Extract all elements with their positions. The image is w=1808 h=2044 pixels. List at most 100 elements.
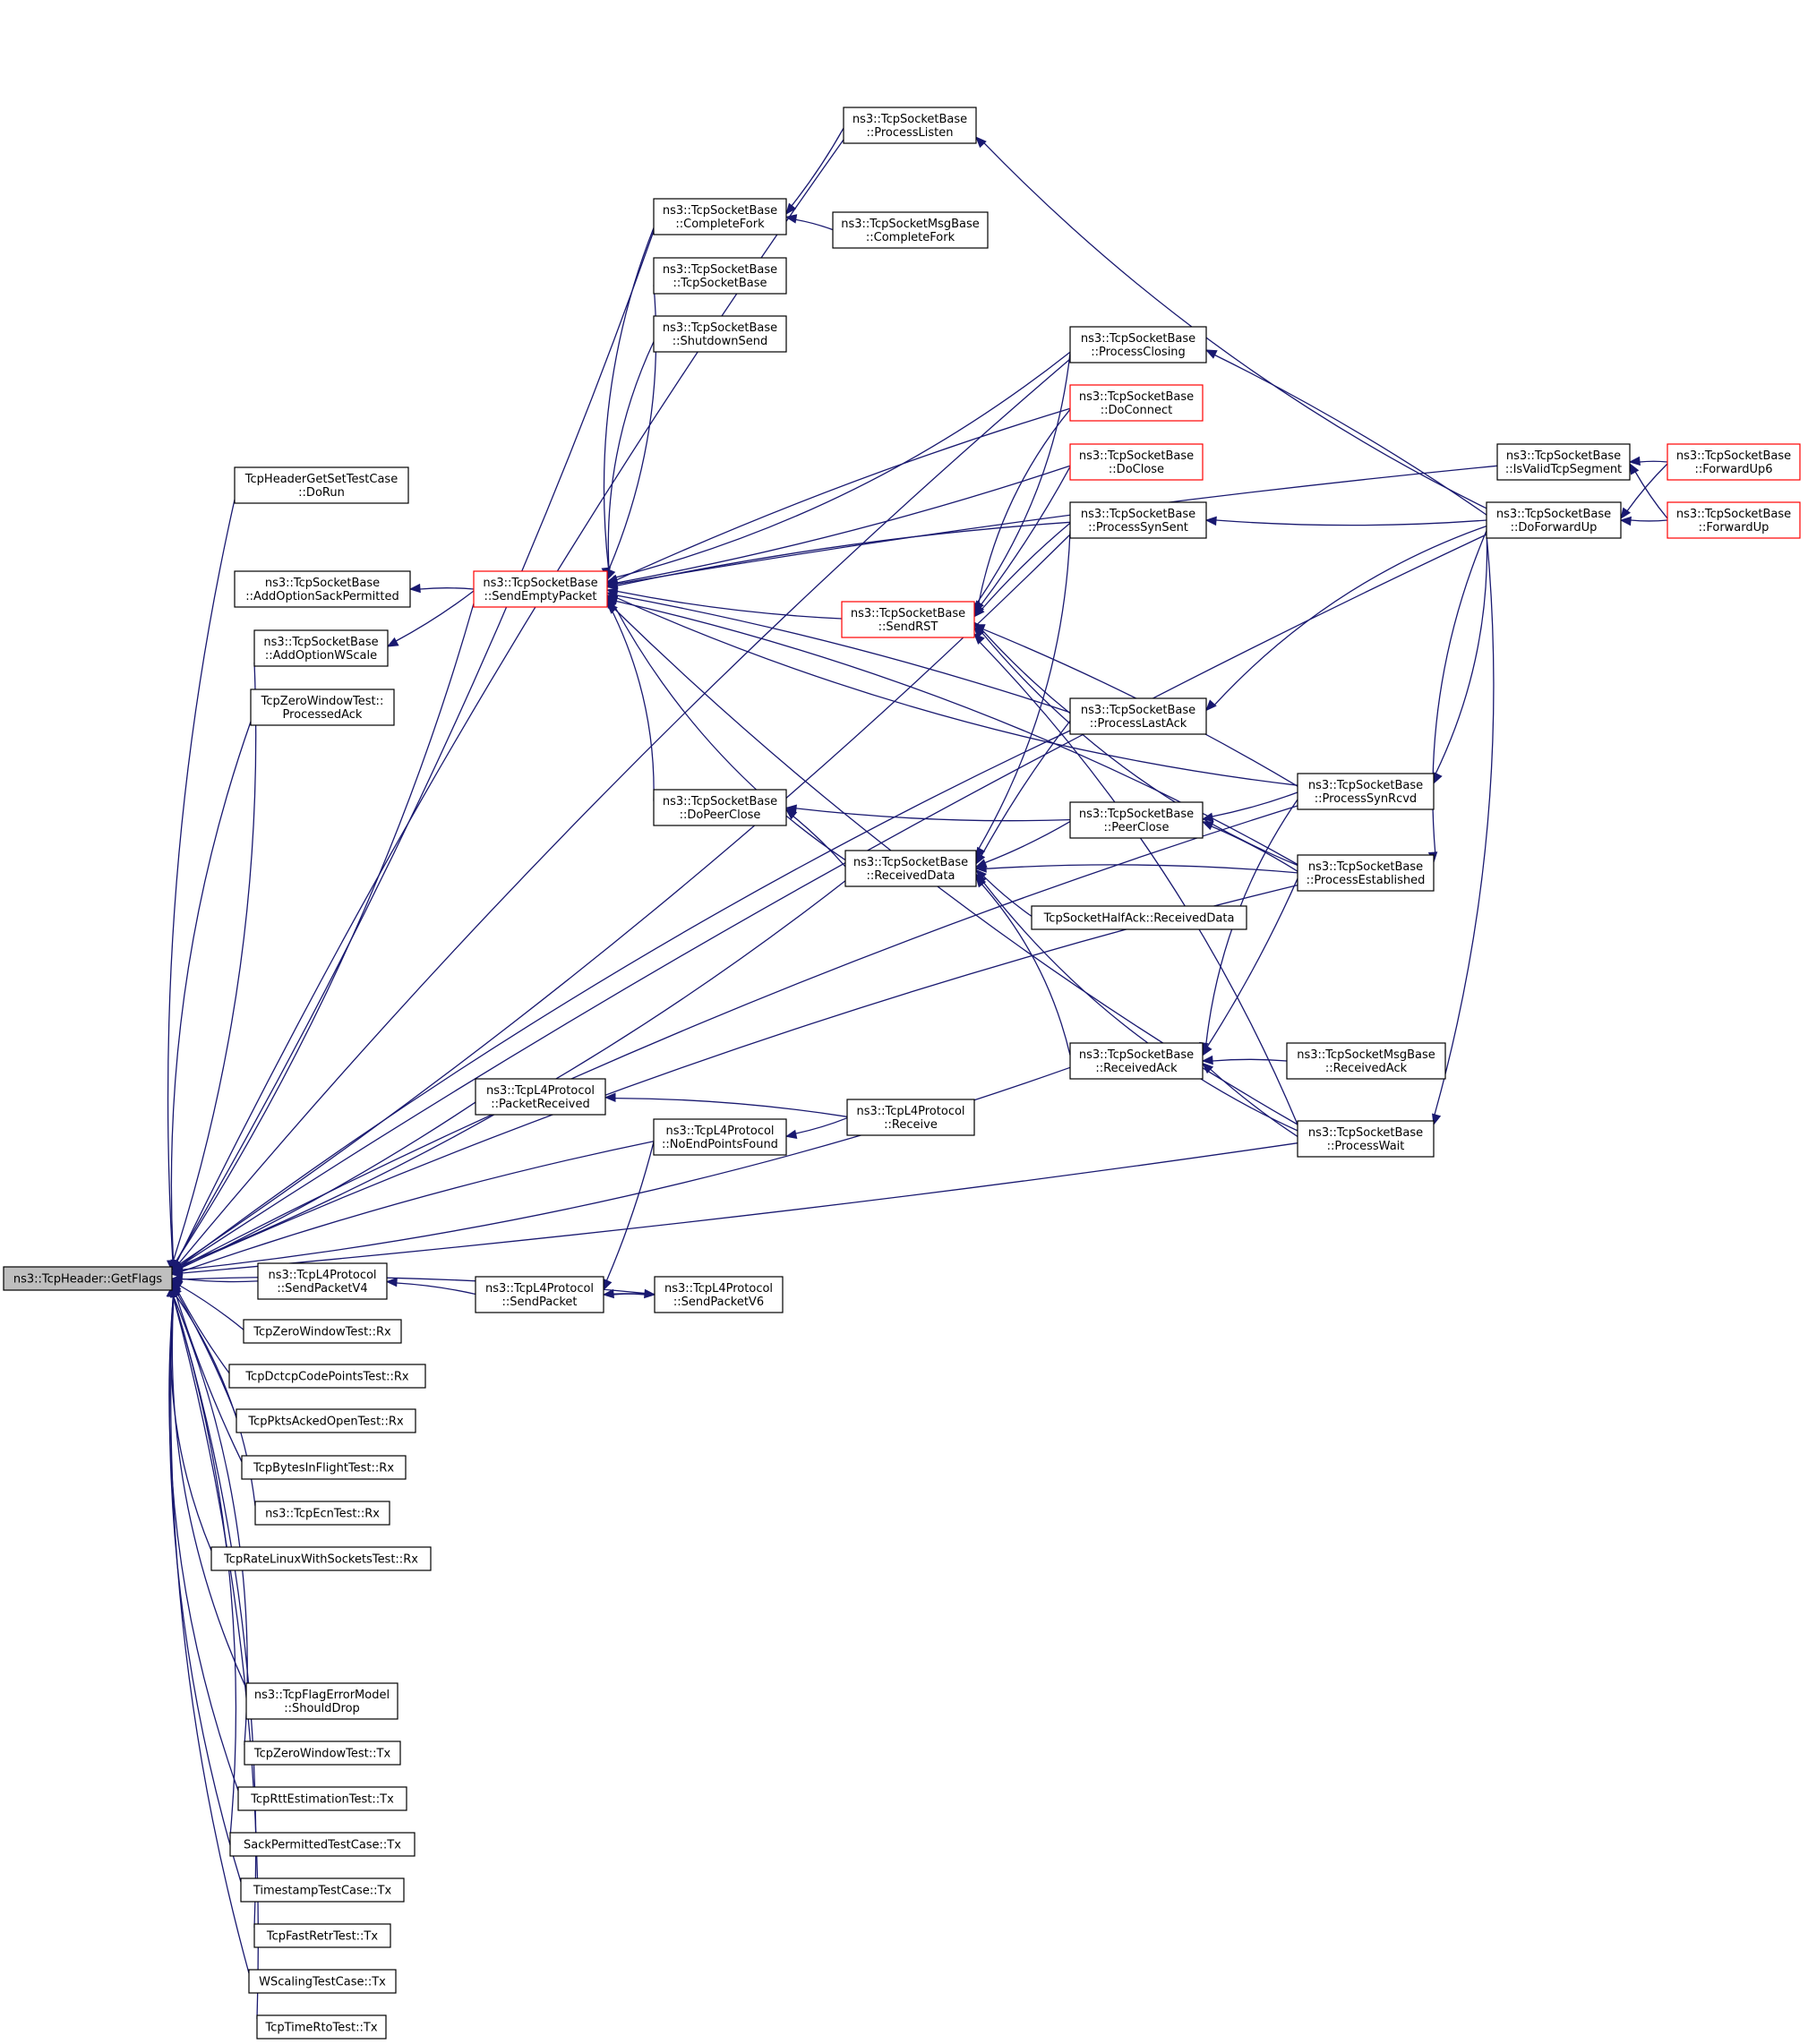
- node-label: ns3::TcpHeader::GetFlags: [13, 1273, 163, 1287]
- edge-line: [795, 808, 1071, 822]
- edge-sendPacketV4-sendPacket: [385, 1277, 476, 1296]
- node-box: [1069, 801, 1204, 839]
- node-sendPacket[interactable]: ns3::TcpL4Protocol::SendPacket: [475, 1276, 604, 1313]
- node-addOptionWScale[interactable]: ns3::TcpSocketBase::AddOptionWScale: [253, 629, 389, 667]
- edge-line: [175, 603, 475, 1262]
- node-label: ::ProcessWait: [1327, 1140, 1405, 1153]
- node-doPeerClose[interactable]: ns3::TcpSocketBase::DoPeerClose: [653, 789, 787, 826]
- node-label: ::PacketReceived: [491, 1098, 589, 1111]
- node-receivedAck[interactable]: ns3::TcpSocketBase::ReceivedAck: [1069, 1042, 1204, 1080]
- node-label: SackPermittedTestCase::Tx: [244, 1839, 401, 1852]
- node-zeroWindowTx[interactable]: TcpZeroWindowTest::Tx: [244, 1740, 401, 1766]
- arrowhead: [1619, 516, 1632, 526]
- node-zeroWindowRx[interactable]: TcpZeroWindowTest::Rx: [243, 1319, 402, 1344]
- node-addOptionSack[interactable]: ns3::TcpSocketBase::AddOptionSackPermitt…: [234, 570, 411, 608]
- node-timestampTx[interactable]: TimestampTestCase::Tx: [240, 1877, 405, 1903]
- node-label: ::TcpSocketBase: [673, 277, 767, 290]
- edge-line: [1211, 825, 1298, 872]
- node-doForwardUp[interactable]: ns3::TcpSocketBase::DoForwardUp: [1486, 501, 1622, 539]
- arrowhead: [605, 594, 619, 605]
- node-bytesInFlightRx[interactable]: TcpBytesInFlightTest::Rx: [241, 1455, 407, 1480]
- node-label: ns3::TcpSocketBase: [1308, 779, 1423, 792]
- node-box: [241, 1455, 407, 1480]
- node-l4Receive[interactable]: ns3::TcpL4Protocol::Receive: [846, 1099, 975, 1136]
- node-receivedData[interactable]: ns3::TcpSocketBase::ReceivedData: [844, 850, 977, 887]
- node-box: [253, 629, 389, 667]
- edge-line: [978, 530, 1071, 850]
- node-box: [843, 107, 977, 144]
- node-sendPacketV6[interactable]: ns3::TcpL4Protocol::SendPacketV6: [654, 1276, 784, 1313]
- arrowhead: [1620, 507, 1632, 520]
- node-label: ::SendPacketV4: [277, 1282, 367, 1296]
- node-doClose[interactable]: ns3::TcpSocketBase::DoClose: [1069, 443, 1204, 481]
- node-pktsAckedRx[interactable]: TcpPktsAckedOpenTest::Rx: [236, 1408, 416, 1433]
- node-completeFork[interactable]: ns3::TcpSocketBase::CompleteFork: [653, 198, 787, 235]
- node-label: ProcessedAck: [283, 708, 363, 722]
- node-msgCompleteFork[interactable]: ns3::TcpSocketMsgBase::CompleteFork: [832, 211, 989, 249]
- node-peerClose[interactable]: ns3::TcpSocketBase::PeerClose: [1069, 801, 1204, 839]
- node-tcpSocketBaseCtor[interactable]: ns3::TcpSocketBase::TcpSocketBase: [653, 257, 787, 295]
- node-sendPacketV4[interactable]: ns3::TcpL4Protocol::SendPacketV4: [257, 1262, 388, 1300]
- node-processListen[interactable]: ns3::TcpSocketBase::ProcessListen: [843, 107, 977, 144]
- edge-line: [170, 721, 252, 1261]
- node-box: [229, 1832, 416, 1857]
- node-processSynRcvd[interactable]: ns3::TcpSocketBase::ProcessSynRcvd: [1297, 773, 1435, 810]
- node-processWait[interactable]: ns3::TcpSocketBase::ProcessWait: [1297, 1120, 1435, 1158]
- arrowhead: [1201, 1055, 1213, 1065]
- node-processClosing[interactable]: ns3::TcpSocketBase::ProcessClosing: [1069, 326, 1207, 363]
- node-rateLinuxRx[interactable]: TcpRateLinuxWithSocketsTest::Rx: [210, 1546, 432, 1571]
- edge-line: [180, 534, 1487, 1267]
- node-label: ns3::TcpL4Protocol: [665, 1125, 774, 1138]
- edge-line: [172, 1296, 260, 2020]
- edge-line: [1212, 791, 1298, 817]
- node-doConnect[interactable]: ns3::TcpSocketBase::DoConnect: [1069, 384, 1204, 422]
- node-box: [653, 198, 787, 235]
- edge-line: [178, 358, 1071, 1264]
- node-fastRetrTx[interactable]: TcpFastRetrTest::Tx: [253, 1923, 391, 1948]
- arrowhead: [975, 876, 987, 888]
- node-isValidTcpSegment[interactable]: ns3::TcpSocketBase::IsValidTcpSegment: [1496, 443, 1631, 481]
- node-processEstablished[interactable]: ns3::TcpSocketBase::ProcessEstablished: [1297, 854, 1435, 892]
- node-sackPermittedTx[interactable]: SackPermittedTestCase::Tx: [229, 1832, 416, 1857]
- edge-getflags-processSynRcvd: [170, 805, 1298, 1271]
- node-ecnRx[interactable]: ns3::TcpEcnTest::Rx: [254, 1501, 390, 1526]
- edge-line: [793, 816, 846, 868]
- edge-isValidTcpSegment-forwardUp6: [1628, 456, 1668, 466]
- node-flagErrorShouldDrop[interactable]: ns3::TcpFlagErrorModel::ShouldDrop: [245, 1682, 398, 1720]
- node-packetReceived[interactable]: ns3::TcpL4Protocol::PacketReceived: [475, 1078, 606, 1116]
- arrowhead: [169, 1285, 180, 1298]
- node-sendRST[interactable]: ns3::TcpSocketBase::SendRST: [841, 601, 975, 638]
- node-label: TcpSocketHalfAck::ReceivedData: [1043, 912, 1235, 926]
- node-shutdownSend[interactable]: ns3::TcpSocketBase::ShutdownSend: [653, 315, 787, 353]
- node-halfAckReceivedData[interactable]: TcpSocketHalfAck::ReceivedData: [1031, 905, 1247, 930]
- node-label: ns3::TcpSocketBase: [663, 204, 777, 218]
- node-zeroWindowProcessedAck[interactable]: TcpZeroWindowTest::ProcessedAck: [250, 688, 395, 726]
- node-forwardUp6[interactable]: ns3::TcpSocketBase::ForwardUp6: [1667, 443, 1801, 481]
- edge-line: [613, 604, 846, 861]
- edge-sendEmptyPacket-sendRST: [605, 587, 843, 620]
- edge-line: [979, 466, 1071, 607]
- arrowhead: [408, 583, 421, 594]
- arrowhead: [170, 1269, 183, 1279]
- node-processSynSent[interactable]: ns3::TcpSocketBase::ProcessSynSent: [1069, 501, 1207, 539]
- node-processLastAck[interactable]: ns3::TcpSocketBase::ProcessLastAck: [1069, 697, 1207, 735]
- node-msgReceivedAck[interactable]: ns3::TcpSocketMsgBase::ReceivedAck: [1286, 1042, 1446, 1080]
- node-label: ::AddOptionSackPermitted: [245, 590, 398, 603]
- node-forwardUp[interactable]: ns3::TcpSocketBase::ForwardUp: [1667, 501, 1801, 539]
- edge-doPeerClose-receivedData: [784, 808, 846, 868]
- node-noEndPointsFound[interactable]: ns3::TcpL4Protocol::NoEndPointsFound: [653, 1118, 787, 1156]
- node-label: ::ForwardUp: [1699, 521, 1769, 535]
- node-rttEstimationTx[interactable]: TcpRttEstimationTest::Tx: [237, 1786, 407, 1811]
- arrowhead: [1629, 462, 1640, 475]
- node-wscalingTx[interactable]: WScalingTestCase::Tx: [248, 1969, 397, 1994]
- node-headerGetSetTestRun[interactable]: TcpHeaderGetSetTestCase::DoRun: [234, 466, 409, 504]
- node-label: ns3::TcpSocketBase: [1079, 808, 1194, 821]
- edge-line: [1432, 530, 1487, 853]
- node-timeRtoTx[interactable]: TcpTimeRtoTest::Tx: [256, 2014, 387, 2040]
- node-getflags[interactable]: ns3::TcpHeader::GetFlags: [3, 1266, 173, 1291]
- node-dctcpRx[interactable]: TcpDctcpCodePointsTest::Rx: [228, 1364, 426, 1389]
- node-box: [1667, 501, 1801, 539]
- node-label: ns3::TcpL4Protocol: [486, 1084, 595, 1098]
- node-sendEmptyPacket[interactable]: ns3::TcpSocketBase::SendEmptyPacket: [473, 570, 608, 608]
- edge-line: [181, 1141, 655, 1272]
